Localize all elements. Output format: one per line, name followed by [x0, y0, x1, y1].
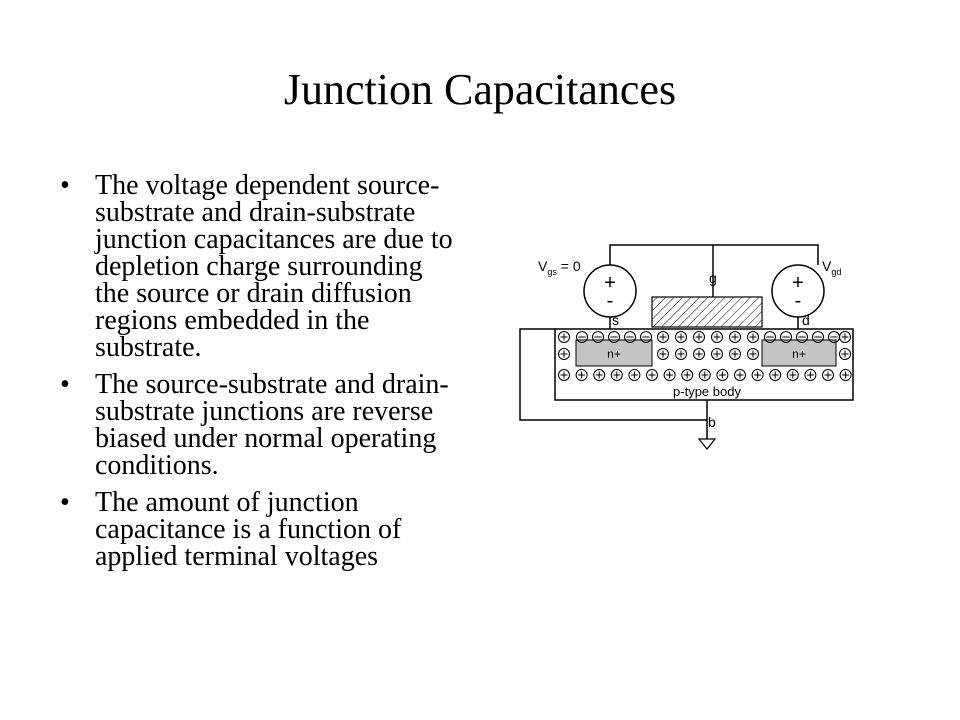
positive-ion-icon: [716, 369, 729, 381]
vgd-minus: -: [795, 290, 802, 312]
positive-ion-icon: [839, 369, 852, 381]
bullet-dot: •: [60, 369, 70, 400]
positive-ion-icon: [593, 369, 606, 381]
vgs-source: + -: [583, 264, 637, 318]
positive-ion-icon: [558, 348, 570, 360]
drain-terminal-label: d: [802, 312, 810, 328]
source-region-label: n+: [607, 347, 621, 361]
positive-ion-icon: [681, 369, 694, 381]
gate-terminal-label: g: [709, 270, 717, 286]
vgd-plus: +: [792, 272, 804, 294]
body-label: p-type body: [673, 384, 741, 399]
positive-ion-icon: [822, 369, 834, 381]
positive-ion-icon: [734, 369, 746, 381]
source-terminal-label: s: [612, 312, 619, 328]
positive-ion-icon: [575, 369, 588, 381]
positive-ion-icon: [729, 331, 741, 343]
positive-ion-icon: [657, 348, 669, 360]
body-terminal-label: b: [708, 414, 716, 430]
positive-ion-icon: [711, 331, 723, 343]
positive-ion-icon: [804, 369, 817, 381]
positive-ion-icon: [751, 369, 764, 381]
positive-ion-icon: [558, 331, 570, 343]
negative-ion-icon: [608, 331, 620, 343]
bullet-list: • The voltage dependent source-substrate…: [60, 172, 460, 580]
positive-ion-icon: [769, 369, 782, 381]
bullet-dot: •: [60, 487, 70, 518]
positive-ion-icon: [646, 369, 658, 381]
bullet-item: • The amount of junction capacitance is …: [60, 487, 460, 572]
vgs-label: Vgs = 0: [538, 258, 581, 277]
negative-ion-icon: [576, 331, 588, 343]
positive-ion-icon: [747, 331, 759, 343]
bullet-text: The amount of junction capacitance is a …: [95, 487, 402, 572]
positive-ion-icon: [747, 348, 759, 360]
negative-ion-icon: [592, 331, 604, 343]
positive-ion-icon: [711, 348, 723, 360]
positive-ion-icon: [839, 331, 851, 343]
bullet-item: • The source-substrate and drain-substra…: [60, 369, 460, 481]
ground-icon: [697, 438, 717, 450]
positive-ion-icon: [628, 369, 641, 381]
vgd-source: + -: [771, 264, 825, 318]
gate-electrode: [651, 296, 763, 328]
positive-ion-icon: [675, 331, 687, 343]
positive-ion-icon: [693, 331, 705, 343]
drain-region-label: n+: [792, 347, 806, 361]
positive-ion-icon: [786, 369, 799, 381]
vgs-plus: +: [604, 272, 616, 294]
positive-ion-icon: [729, 348, 741, 360]
negative-ion-icon: [796, 331, 808, 343]
positive-ion-icon: [698, 369, 711, 381]
depletion-charges: [558, 331, 852, 381]
bullet-item: • The voltage dependent source-substrate…: [60, 170, 460, 363]
bullet-dot: •: [60, 170, 70, 201]
slide-title: Junction Capacitances: [283, 65, 677, 114]
negative-ion-icon: [624, 331, 636, 343]
positive-ion-icon: [663, 369, 676, 381]
circuit-wiring: [519, 244, 819, 439]
bullet-text: The voltage dependent source-substrate a…: [95, 170, 453, 363]
positive-ion-icon: [675, 348, 687, 360]
negative-ion-icon: [812, 331, 824, 343]
mosfet-cross-section-diagram: + - + - Vgs = 0 Vgd g s d b n+ n+ p-type…: [519, 244, 854, 450]
positive-ion-icon: [693, 348, 705, 360]
positive-ion-icon: [657, 331, 669, 343]
vgs-minus: -: [607, 290, 614, 312]
vgd-label: Vgd: [822, 258, 841, 277]
bullet-text: The source-substrate and drain-substrate…: [95, 369, 449, 481]
negative-ion-icon: [640, 331, 652, 343]
negative-ion-icon: [764, 331, 776, 343]
source-n-plus-region: [575, 339, 653, 367]
positive-ion-icon: [839, 348, 851, 360]
drain-n-plus-region: [761, 339, 837, 367]
positive-ion-icon: [610, 369, 623, 381]
positive-ion-icon: [558, 369, 570, 381]
negative-ion-icon: [780, 331, 792, 343]
